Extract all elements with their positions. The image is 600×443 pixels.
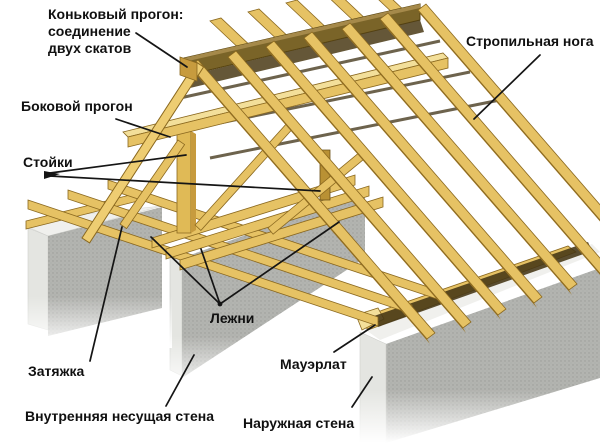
ridge-end-cap [179,56,198,82]
leader-ridge-purlin [135,32,188,68]
label-ridge-purlin-line1: Коньковый прогон: [48,6,183,22]
side-purlin-face [127,57,449,148]
rafter-2 [227,50,472,333]
leader-posts-start [44,171,60,179]
leader-inner-wall [165,354,195,407]
leader-bed-beam-1 [150,236,221,305]
leader-posts-2 [49,175,321,192]
ridge-board-top-lip [184,4,420,62]
leader-outer-wall [351,376,373,408]
label-ridge-purlin-line3: двух скатов [48,40,132,56]
leader-rafter-leg [473,54,541,120]
leader-lines [44,32,541,408]
outer-wall-fade [350,390,600,443]
rafter-4 [303,31,543,308]
label-outer-wall: Наружная стена [243,415,354,431]
gable-rafter [81,56,205,244]
post-front-side [191,131,196,233]
leader-side-purlin [115,118,171,138]
brace-1 [119,139,186,230]
label-mauerlat: Мауэрлат [280,356,347,372]
leader-tie-beam [89,226,123,362]
labels: Коньковый прогон: соединение двух скатов… [21,6,594,431]
leader-bed-beam-2 [200,248,221,305]
rafter-5 [341,22,578,295]
label-rafter-leg: Стропильная нога [466,33,594,49]
label-bed-beams: Лежни [210,310,254,326]
rafters [189,3,600,344]
inner-wall-fade [160,336,250,392]
label-ridge-purlin-line2: соединение [48,23,131,39]
side-purlin-beam [122,52,449,148]
rafter-7 [417,3,600,222]
label-tie-beam: Затяжка [28,363,85,379]
label-side-purlin: Боковой прогон [21,98,133,114]
left-outer-wall [18,191,172,348]
rafter-3 [265,40,507,320]
leader-bed-beam-3 [219,221,340,305]
leader-mauerlat [333,324,376,353]
label-inner-bearing-wall: Внутренняя несущая стена [25,408,214,424]
label-posts: Стойки [23,154,73,170]
leader-posts-1 [49,154,187,174]
rafter-6 [379,12,600,275]
